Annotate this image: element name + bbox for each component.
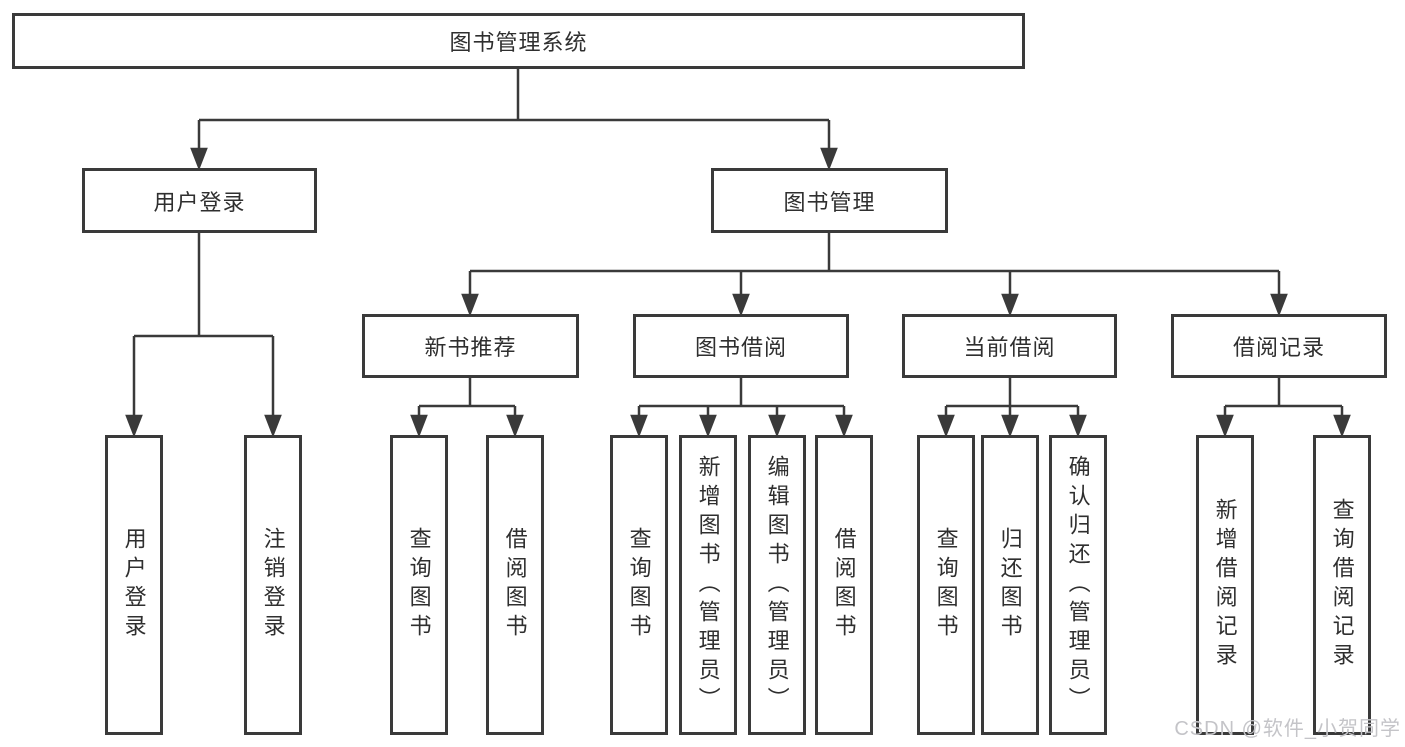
connector-path (1223, 378, 1344, 418)
node-label: 图书借阅 (694, 335, 787, 360)
arrow-down-icon (1270, 293, 1288, 317)
node-user-login: 用户登录 (82, 168, 317, 233)
node-leaf-add-book-admin: 新增图书（管理员） (679, 435, 737, 735)
node-label: 新书推荐 (424, 335, 517, 360)
node-label: 图书管理 (783, 189, 876, 215)
arrow-down-icon (125, 414, 143, 438)
connector-borrow-to-leaves (630, 378, 853, 438)
node-book-borrow: 图书借阅 (633, 314, 849, 378)
node-label: 用户登录 (121, 527, 147, 643)
connector-recommend-to-leaves (410, 378, 524, 438)
arrow-down-icon (190, 147, 208, 171)
node-leaf-query-books-recommend: 查询图书 (390, 435, 448, 735)
watermark: CSDN @软件_小贺同学 (1174, 718, 1401, 740)
node-label: 借阅图书 (502, 527, 528, 643)
node-label: 新增图书（管理员） (695, 454, 721, 716)
node-leaf-query-borrow-record: 查询借阅记录 (1313, 435, 1371, 735)
node-label: 用户登录 (153, 189, 246, 215)
node-label: 编辑图书（管理员） (764, 454, 790, 716)
arrow-down-icon (699, 414, 717, 438)
arrow-down-icon (768, 414, 786, 438)
connector-current-to-leaves (937, 378, 1087, 438)
node-new-book-recommend: 新书推荐 (362, 314, 579, 378)
node-borrow-records: 借阅记录 (1171, 314, 1387, 378)
arrow-down-icon (835, 414, 853, 438)
connector-path (468, 233, 1281, 296)
node-label: 借阅图书 (831, 527, 857, 643)
node-label: 借阅记录 (1232, 335, 1325, 360)
arrow-down-icon (1001, 293, 1019, 317)
arrow-down-icon (506, 414, 524, 438)
arrow-down-icon (410, 414, 428, 438)
node-leaf-return-books: 归还图书 (981, 435, 1039, 735)
arrow-down-icon (461, 293, 479, 317)
node-root: 图书管理系统 (12, 13, 1025, 69)
node-leaf-confirm-return-admin: 确认归还（管理员） (1049, 435, 1107, 735)
node-label: 新增借阅记录 (1212, 498, 1238, 672)
node-leaf-borrow-books: 借阅图书 (815, 435, 873, 735)
connector-records-to-leaves (1216, 378, 1351, 438)
node-leaf-logout: 注销登录 (244, 435, 302, 735)
arrow-down-icon (937, 414, 955, 438)
node-label: 当前借阅 (963, 335, 1056, 360)
arrow-down-icon (1333, 414, 1351, 438)
node-leaf-query-books-borrow: 查询图书 (610, 435, 668, 735)
connector-book-management-to-row3 (461, 233, 1288, 317)
connector-path (637, 378, 846, 418)
node-label: 查询图书 (933, 527, 959, 643)
arrow-down-icon (820, 147, 838, 171)
node-label: 归还图书 (997, 527, 1023, 643)
node-current-borrow: 当前借阅 (902, 314, 1117, 378)
connector-root-to-level2 (190, 69, 838, 171)
arrow-down-icon (732, 293, 750, 317)
node-leaf-query-books-current: 查询图书 (917, 435, 975, 735)
arrow-down-icon (1001, 414, 1019, 438)
arrow-down-icon (1069, 414, 1087, 438)
connector-user-login-to-leaves (125, 233, 282, 438)
node-label: 注销登录 (260, 527, 286, 643)
connector-path (132, 233, 275, 418)
node-leaf-edit-book-admin: 编辑图书（管理员） (748, 435, 806, 735)
node-label: 查询图书 (626, 527, 652, 643)
node-label: 查询图书 (406, 527, 432, 643)
connector-path (944, 378, 1080, 418)
node-label: 确认归还（管理员） (1065, 454, 1091, 716)
arrow-down-icon (1216, 414, 1234, 438)
node-book-management: 图书管理 (711, 168, 948, 233)
connector-path (417, 378, 517, 418)
arrow-down-icon (630, 414, 648, 438)
arrow-down-icon (264, 414, 282, 438)
node-label: 查询借阅记录 (1329, 498, 1355, 672)
node-leaf-user-login: 用户登录 (105, 435, 163, 735)
node-leaf-add-borrow-record: 新增借阅记录 (1196, 435, 1254, 735)
connector-path (197, 69, 831, 151)
node-root-label: 图书管理系统 (449, 30, 588, 55)
node-leaf-borrow-books-recommend: 借阅图书 (486, 435, 544, 735)
